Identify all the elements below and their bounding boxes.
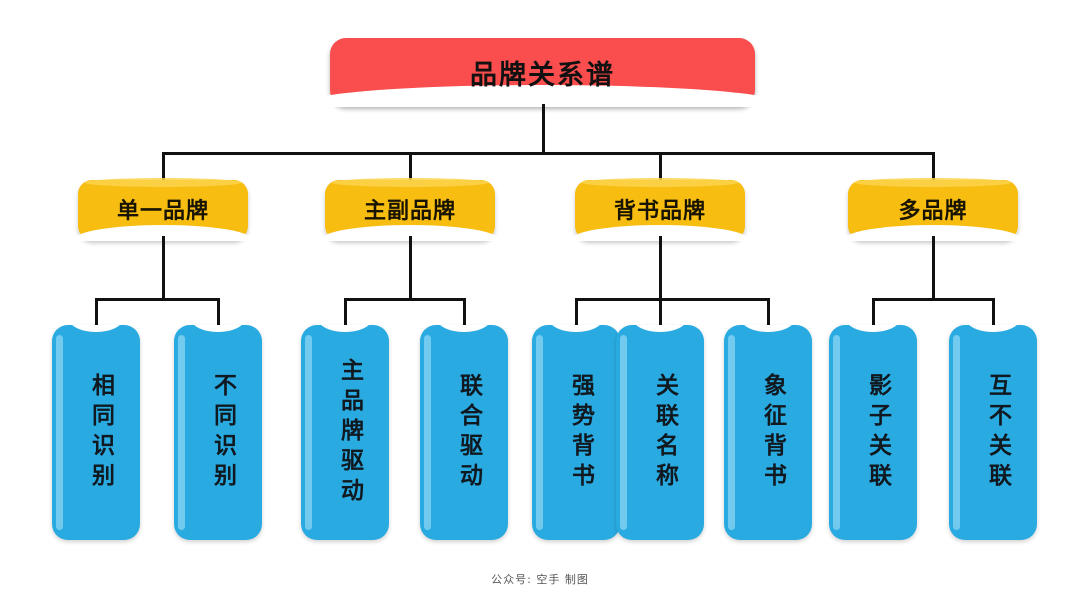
level3-node-label: 不同识别 [209, 372, 236, 493]
level2-stem-line-2 [659, 236, 662, 301]
level2-stem-line-1 [409, 236, 412, 301]
level3-node-2-0[interactable]: 强势背书 [532, 325, 620, 540]
edge-highlight-decoration [953, 335, 960, 530]
level3-bus-line-0 [95, 298, 220, 301]
ribbon-dip-decoration [304, 85, 781, 107]
level3-bus-line-3 [872, 298, 995, 301]
level3-node-label: 象征背书 [759, 372, 786, 493]
ribbon-top-decoration [581, 178, 739, 187]
level3-node-3-0[interactable]: 影子关联 [829, 325, 917, 540]
level2-bus-line [162, 152, 935, 155]
cap-notch-decoration [965, 325, 1021, 332]
level2-node-label: 主副品牌 [363, 198, 456, 224]
edge-highlight-decoration [178, 335, 185, 530]
level3-node-0-1[interactable]: 不同识别 [174, 325, 262, 540]
level3-drop-line-1-0 [344, 298, 347, 331]
level3-node-2-2[interactable]: 象征背书 [724, 325, 812, 540]
level3-node-label: 互不关联 [984, 372, 1011, 493]
level2-node-3[interactable]: 多品牌 [844, 178, 1022, 241]
root-stem-line [541, 104, 545, 154]
level2-stem-line-0 [162, 236, 165, 301]
level3-drop-line-3-0 [872, 298, 875, 331]
branch-drop-line-0 [162, 152, 165, 184]
level2-node-2[interactable]: 背书品牌 [571, 178, 749, 241]
root-node-brand-relationship[interactable]: 品牌关系谱 [304, 38, 781, 107]
edge-highlight-decoration [56, 335, 63, 530]
level3-drop-line-0-0 [95, 298, 98, 331]
cap-notch-decoration [68, 325, 124, 332]
level3-node-label: 相同识别 [87, 372, 114, 493]
level3-drop-line-2-1 [659, 298, 662, 331]
cap-notch-decoration [740, 325, 796, 332]
edge-highlight-decoration [833, 335, 840, 530]
level3-drop-line-0-1 [217, 298, 220, 331]
cap-notch-decoration [632, 325, 688, 332]
level3-node-3-1[interactable]: 互不关联 [949, 325, 1037, 540]
footer-credit: 公众号: 空手 制图 [491, 573, 589, 586]
ribbon-dip-decoration [844, 225, 1022, 241]
level3-node-label: 关联名称 [651, 372, 678, 493]
cap-notch-decoration [845, 325, 901, 332]
level3-bus-line-2 [575, 298, 770, 301]
ribbon-top-decoration [84, 178, 242, 187]
level3-drop-line-2-0 [575, 298, 578, 331]
level3-bus-line-1 [344, 298, 466, 301]
ribbon-top-decoration [854, 178, 1012, 187]
edge-highlight-decoration [620, 335, 627, 530]
level3-drop-line-1-1 [463, 298, 466, 331]
cap-notch-decoration [190, 325, 246, 332]
edge-highlight-decoration [424, 335, 431, 530]
level2-stem-line-3 [932, 236, 935, 301]
ribbon-top-decoration [331, 178, 489, 187]
level3-node-0-0[interactable]: 相同识别 [52, 325, 140, 540]
level2-node-1[interactable]: 主副品牌 [321, 178, 499, 241]
cap-notch-decoration [436, 325, 492, 332]
cap-notch-decoration [317, 325, 373, 332]
level2-node-0[interactable]: 单一品牌 [74, 178, 252, 241]
level3-node-label: 强势背书 [567, 372, 594, 493]
edge-highlight-decoration [728, 335, 735, 530]
cap-notch-decoration [548, 325, 604, 332]
level3-node-1-1[interactable]: 联合驱动 [420, 325, 508, 540]
edge-highlight-decoration [305, 335, 312, 530]
root-node-label: 品牌关系谱 [470, 59, 615, 91]
branch-drop-line-3 [932, 152, 935, 184]
level3-drop-line-3-1 [992, 298, 995, 331]
branch-drop-line-1 [409, 152, 412, 184]
level3-node-label: 主品牌驱动 [336, 357, 363, 508]
ribbon-dip-decoration [74, 225, 252, 241]
level3-node-2-1[interactable]: 关联名称 [616, 325, 704, 540]
level3-node-label: 影子关联 [864, 372, 891, 493]
level2-node-label: 背书品牌 [613, 198, 706, 224]
branch-drop-line-2 [659, 152, 662, 184]
level2-node-label: 单一品牌 [116, 198, 209, 224]
level2-node-label: 多品牌 [898, 198, 968, 224]
level3-node-1-0[interactable]: 主品牌驱动 [301, 325, 389, 540]
ribbon-dip-decoration [571, 225, 749, 241]
edge-highlight-decoration [536, 335, 543, 530]
ribbon-dip-decoration [321, 225, 499, 241]
level3-node-label: 联合驱动 [455, 372, 482, 493]
level3-drop-line-2-2 [767, 298, 770, 331]
